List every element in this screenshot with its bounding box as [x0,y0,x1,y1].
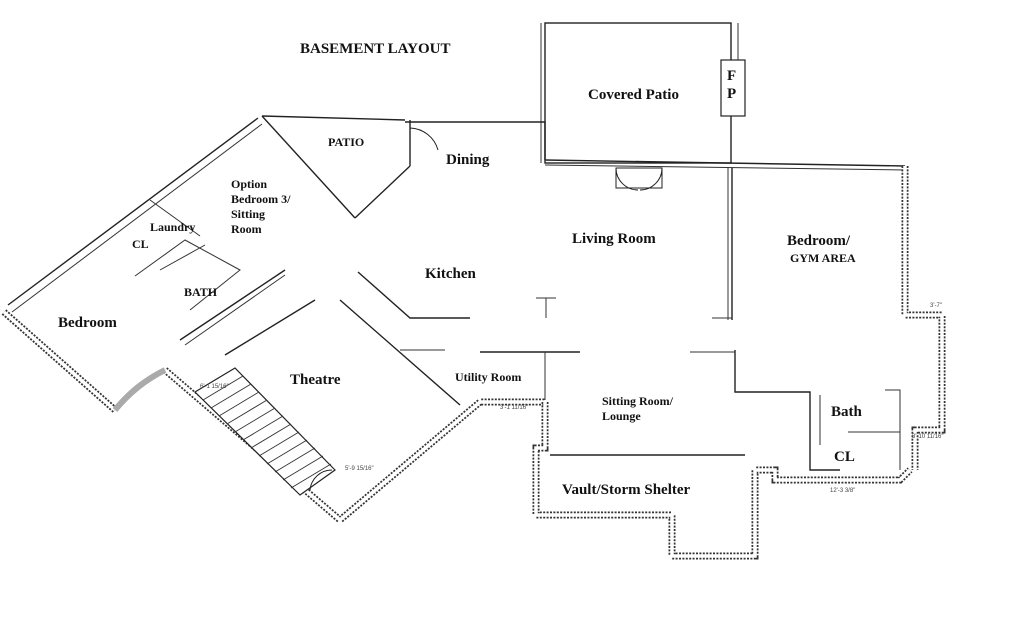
bath-right-label: Bath [831,404,863,420]
fireplace-label-f: F [727,68,736,84]
bedroom-gym-label-2: GYM AREA [790,251,856,265]
patio-label: PATIO [328,135,364,149]
option-label-1: Option [231,177,267,191]
doors [409,127,663,191]
sitting-lounge-label-1: Sitting Room/ [602,394,674,408]
dimension-note: 12'-3 3/8" [830,488,855,494]
foundation-walls [1,166,946,560]
utility-room-label: Utility Room [455,370,521,384]
bedroom-left-label: Bedroom [58,315,117,331]
dimension-note: 6'-1 15/16" [200,384,229,390]
closet-right-label: CL [834,449,855,465]
plan-title: BASEMENT LAYOUT [300,41,450,57]
vault-storm-shelter-label: Vault/Storm Shelter [562,482,691,498]
option-label-3: Sitting [231,207,265,221]
sitting-lounge-label-2: Lounge [602,409,641,423]
option-label-4: Room [231,222,262,236]
closet-left-label: CL [132,237,149,251]
covered-patio-outline [540,22,746,164]
dimension-note: 5'-9 15/16" [345,466,374,472]
living-room-label: Living Room [572,231,656,247]
option-label-2: Bedroom 3/ [231,192,291,206]
covered-patio-label: Covered Patio [588,87,679,103]
dimension-note: 3'-7" [930,303,942,309]
fireplace-label-p: P [727,86,736,102]
laundry-label: Laundry [150,220,195,234]
interior-walls [7,115,906,471]
fireplace [720,59,746,117]
bedroom-gym-label-1: Bedroom/ [787,233,851,249]
staircase [194,367,336,496]
kitchen-label: Kitchen [425,266,476,282]
dining-label: Dining [446,152,490,168]
dimension-note: 3'-10 11/16" [912,434,944,440]
dimension-note: 3'-1 11/16" [500,405,528,411]
shaded-wall [112,367,167,412]
theatre-label: Theatre [290,372,341,388]
bath-left-label: BATH [184,285,218,299]
